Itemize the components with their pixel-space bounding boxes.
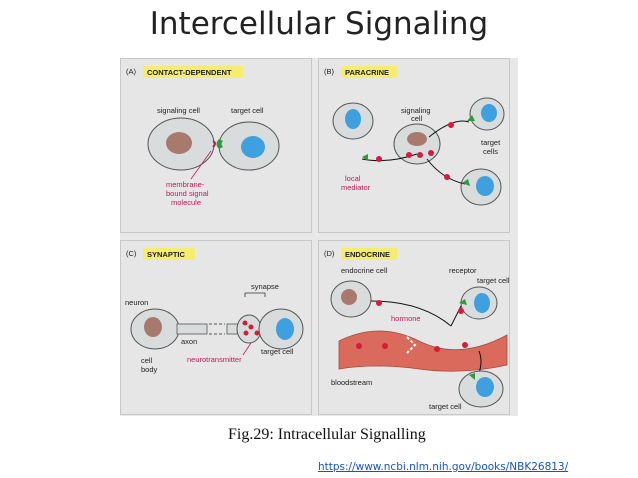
panel-contact-dependent: (A) CONTACT-DEPENDENT signaling cell tar… [120, 58, 312, 233]
panel-paracrine: (B) PARACRINE signaling cell target cell… [318, 58, 510, 233]
mediator-label-1: local [345, 174, 361, 183]
signaling-figure: (A) CONTACT-DEPENDENT signaling cell tar… [120, 58, 518, 416]
hormone-dot [376, 300, 382, 306]
neurotransmitter-dot [242, 320, 248, 326]
panel-c-tag: SYNAPTIC [147, 250, 186, 259]
mediator-dot [428, 150, 434, 156]
synapse-bracket [244, 292, 266, 297]
neurotransmitter-dot [248, 324, 254, 330]
bloodstream-label: bloodstream [331, 378, 372, 387]
receptor-label: receptor [449, 266, 477, 275]
panel-synaptic: (C) SYNAPTIC synapse neuron axon cell bo… [120, 240, 312, 415]
axon-terminal [236, 314, 262, 344]
mediator-dot [406, 152, 412, 158]
receptor [467, 115, 475, 121]
mediator-label-2: mediator [341, 183, 371, 192]
panel-b-diagram: (B) PARACRINE signaling cell target cell… [324, 66, 505, 206]
molecule-label-3: molecule [171, 198, 201, 207]
panel-c-tag-bg [143, 248, 195, 260]
panel-endocrine: (D) ENDOCRINE endocrine cell receptor ta… [318, 240, 510, 415]
source-link[interactable]: https://www.ncbi.nlm.nih.gov/books/NBK26… [318, 461, 569, 473]
axon [176, 323, 208, 335]
panel-b-tag-bg [341, 66, 397, 78]
synaptic-target-nucleus [276, 318, 294, 340]
panel-d-tag-bg [341, 248, 397, 260]
mediator-path-down [426, 158, 466, 185]
hormone-dot [356, 343, 362, 349]
receptor [462, 179, 470, 186]
neurotransmitter-pointer [242, 342, 252, 356]
endocrine-nucleus [341, 289, 357, 305]
panel-c-diagram: (C) SYNAPTIC synapse neuron axon cell bo… [125, 248, 304, 374]
target-cell-top-label: target cell [477, 276, 510, 285]
panel-c-letter: (C) [126, 249, 137, 258]
target-cell-2-nucleus [476, 176, 494, 196]
receptor [469, 373, 475, 380]
signaling-label-2: cell [411, 114, 423, 123]
vessel-break [406, 336, 417, 354]
hormone-dot [434, 346, 440, 352]
membrane-bound-signal [212, 140, 216, 148]
bloodstream-vessel [338, 330, 508, 372]
figure-caption: Fig.29: Intracellular Signalling [228, 426, 426, 443]
synaptic-target-label: target cell [261, 347, 294, 356]
molecule-label-2: bound signal [166, 189, 209, 198]
hormone-dot [462, 342, 468, 348]
receptor [362, 154, 368, 161]
hormone-dot [382, 343, 388, 349]
endocrine-target-bottom-nucleus [476, 377, 494, 397]
hormone-dot [458, 308, 464, 314]
panel-a-tag-bg [143, 66, 243, 78]
cell-body-label-2: body [141, 365, 158, 374]
signaling-cell-nucleus [166, 132, 192, 154]
slide-title: Intercellular Signaling [149, 6, 489, 42]
target-label-1: target [481, 138, 501, 147]
panel-a-tag: CONTACT-DEPENDENT [147, 68, 232, 77]
molecule-pointer [190, 150, 212, 180]
target-label-2: cells [483, 147, 498, 156]
neurotransmitter-dot [243, 330, 249, 336]
panel-a-diagram: (A) CONTACT-DEPENDENT signaling cell tar… [126, 66, 280, 207]
panel-d-letter: (D) [324, 249, 335, 258]
neighbor-nucleus [345, 109, 361, 129]
mediator-dot [417, 152, 423, 158]
neurotransmitter-dot [254, 330, 260, 336]
cell-body-label-1: cell [141, 356, 153, 365]
panel-b-tag: PARACRINE [345, 68, 389, 77]
mediator-dot [444, 174, 450, 180]
hormone-label: hormone [391, 314, 421, 323]
panel-d-tag: ENDOCRINE [345, 250, 390, 259]
endocrine-target-top-nucleus [474, 293, 490, 313]
mediator-dot [376, 156, 382, 162]
endocrine-cell-label: endocrine cell [341, 266, 388, 275]
neuron-nucleus [144, 317, 162, 337]
paracrine-signaling-nucleus [407, 132, 427, 146]
receptor [216, 139, 223, 149]
hormone-path-up [450, 305, 462, 327]
panel-a-letter: (A) [126, 67, 137, 76]
axon-label: axon [181, 337, 197, 346]
molecule-label-1: membrane- [166, 180, 205, 189]
target-cell-bottom-label: target cell [429, 402, 462, 411]
neuron-label: neuron [125, 298, 148, 307]
mediator-dot [448, 122, 454, 128]
target-cell-1-nucleus [481, 104, 497, 122]
synapse-label: synapse [251, 282, 279, 291]
neurotransmitter-label: neurotransmitter [187, 355, 242, 364]
receptor [459, 299, 467, 305]
panel-d-diagram: (D) ENDOCRINE endocrine cell receptor ta… [324, 248, 510, 411]
target-cell-label: target cell [231, 106, 264, 115]
target-cell-nucleus [241, 136, 265, 158]
signaling-cell-label: signaling cell [157, 106, 200, 115]
panel-b-letter: (B) [324, 67, 335, 76]
signaling-label-1: signaling [401, 106, 431, 115]
